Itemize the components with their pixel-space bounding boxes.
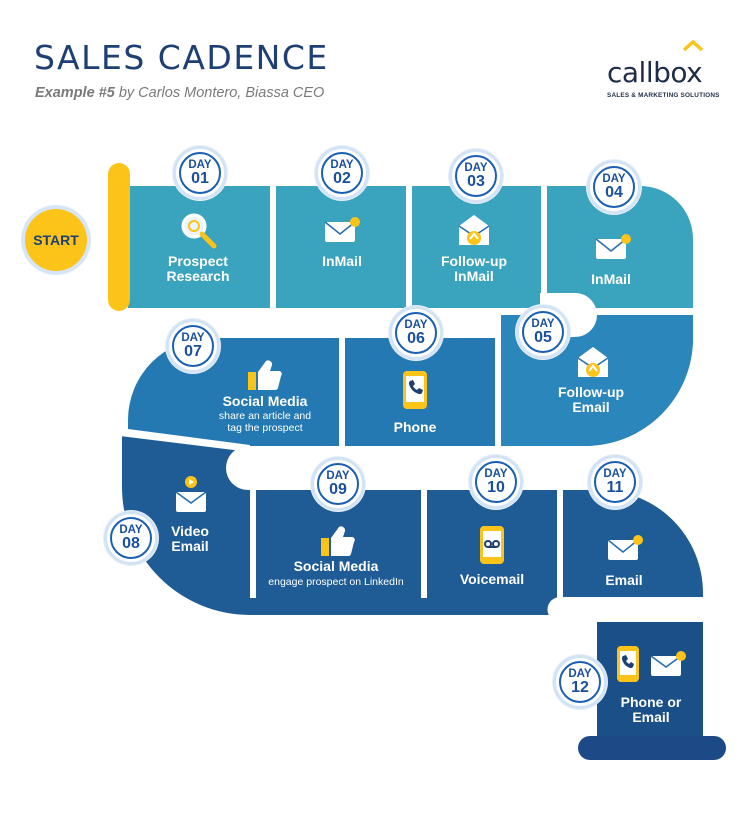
step-label-day-07: Social Media — [222, 393, 308, 409]
day-word: DAY — [119, 524, 143, 536]
day-word: DAY — [603, 468, 627, 480]
day-number: 10 — [487, 479, 505, 496]
logo-chevron-icon — [682, 40, 704, 52]
video-email-icon — [173, 475, 209, 518]
voicemail-icon — [478, 525, 506, 570]
finish-base — [578, 736, 726, 760]
phone-icon — [401, 370, 429, 415]
day-number: 05 — [534, 329, 552, 346]
start-bar — [108, 163, 130, 311]
envelope-icon — [593, 232, 633, 267]
start-marker: START — [25, 209, 87, 271]
page-subtitle: Example #5 by Carlos Montero, Biassa CEO — [35, 85, 324, 101]
day-word: DAY — [330, 159, 354, 171]
example-number: Example #5 — [35, 85, 115, 101]
day-number: 09 — [329, 481, 347, 498]
day-number: 02 — [333, 170, 351, 187]
day-number: 04 — [605, 184, 623, 201]
step-label-day-04: InMail — [591, 271, 631, 287]
open-envelope-icon — [575, 344, 611, 385]
phone-and-envelope-icon — [615, 645, 689, 690]
day-number: 07 — [184, 343, 202, 360]
thumbs-up-icon — [246, 358, 284, 397]
thumbs-up-icon — [319, 524, 357, 563]
author-byline: by Carlos Montero, Biassa CEO — [114, 85, 325, 101]
day-number: 01 — [191, 170, 209, 187]
day-number: 03 — [467, 173, 485, 190]
page-title: SALES CADENCE — [34, 38, 329, 77]
day-word: DAY — [181, 332, 205, 344]
open-envelope-icon — [456, 212, 492, 253]
step-label-day-02: InMail — [322, 253, 362, 269]
day-number: 06 — [407, 330, 425, 347]
day-number: 11 — [606, 479, 624, 496]
day-word: DAY — [531, 318, 555, 330]
day-word: DAY — [484, 468, 508, 480]
day-number: 08 — [122, 535, 140, 552]
callbox-logo: callbox — [607, 56, 703, 89]
step-label-day-11: Email — [605, 572, 643, 588]
row-4 — [597, 622, 703, 742]
day-word: DAY — [602, 173, 626, 185]
day-number: 12 — [571, 679, 589, 696]
step-description-day-09: engage prospect on LinkedIn — [268, 576, 404, 588]
day-word: DAY — [188, 159, 212, 171]
day-word: DAY — [404, 319, 428, 331]
magnifier-icon — [178, 210, 218, 255]
day-word: DAY — [326, 470, 350, 482]
day-word: DAY — [568, 668, 592, 680]
step-label-day-09: Social Media — [293, 558, 379, 574]
step-label-day-06: Phone — [393, 419, 437, 435]
envelope-icon — [605, 533, 645, 568]
step-label-day-10: Voicemail — [459, 571, 525, 587]
logo-tagline: SALES & MARKETING SOLUTIONS — [607, 92, 720, 99]
day-word: DAY — [464, 162, 488, 174]
envelope-icon — [322, 215, 362, 250]
